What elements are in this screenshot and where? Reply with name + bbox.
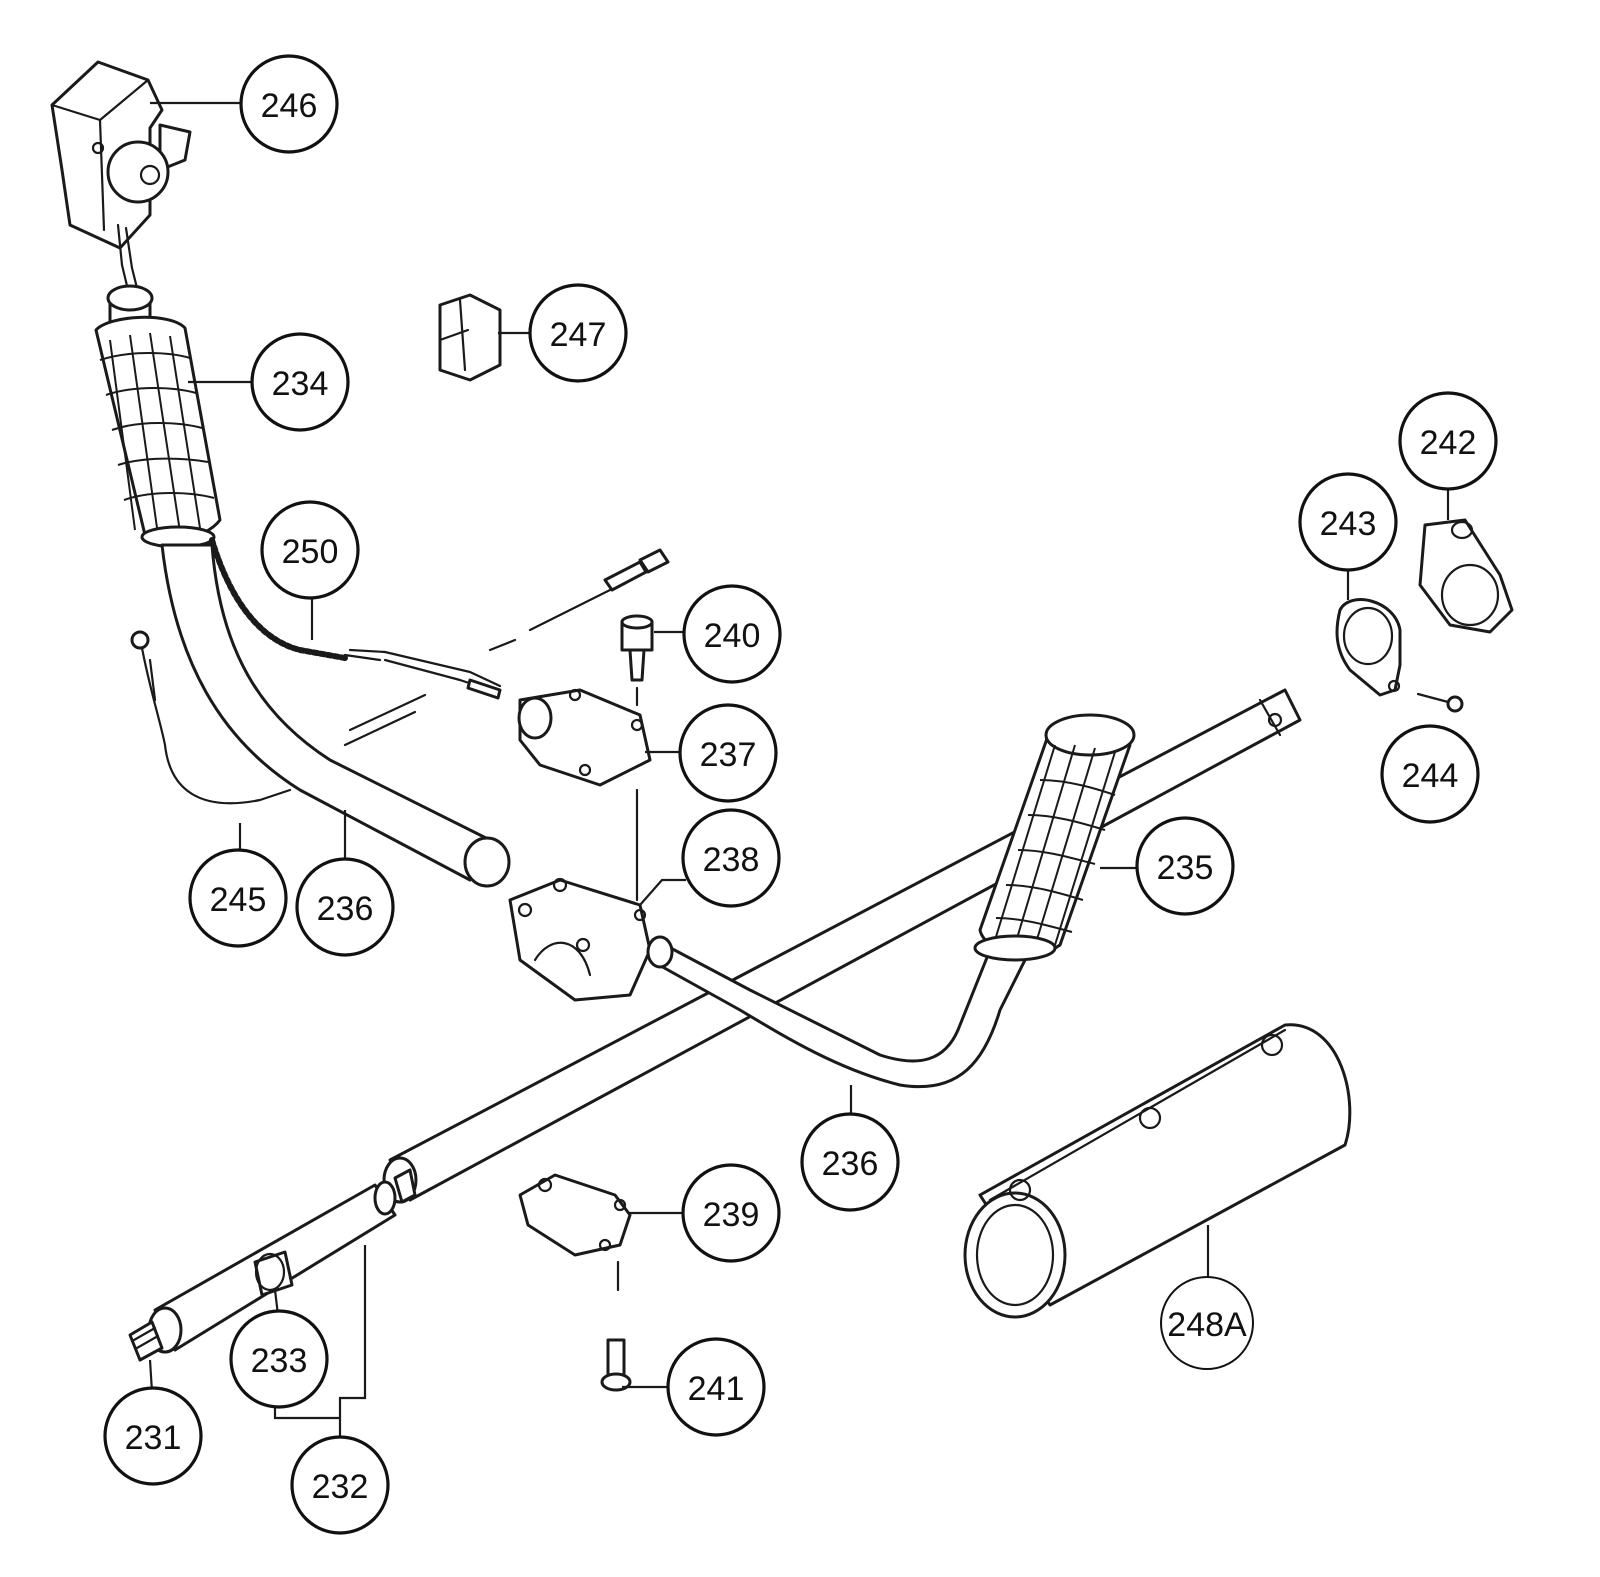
callout-label-234: 234 — [272, 365, 329, 403]
part-238-clamp-lower — [508, 877, 652, 1002]
part-248A-tube — [963, 1023, 1352, 1319]
callout-label-232: 232 — [312, 1468, 369, 1506]
callout-label-240: 240 — [704, 617, 761, 655]
callout-244: 244 — [1380, 724, 1480, 824]
part-233-collar — [253, 1250, 294, 1297]
callout-238: 238 — [681, 808, 781, 908]
callout-label-245: 245 — [210, 881, 267, 919]
callout-label-239: 239 — [703, 1196, 760, 1234]
callout-233: 233 — [229, 1309, 329, 1409]
callout-236-left: 236 — [295, 857, 395, 957]
callout-243: 243 — [1298, 472, 1398, 572]
callout-label-231: 231 — [125, 1419, 182, 1457]
callout-label-246: 246 — [261, 87, 318, 125]
callout-label-235: 235 — [1157, 849, 1214, 887]
callout-label-242: 242 — [1420, 424, 1477, 462]
callout-247: 247 — [528, 283, 628, 383]
part-235-right-grip — [973, 713, 1136, 962]
callout-241: 241 — [666, 1337, 766, 1437]
callout-label-244: 244 — [1402, 757, 1459, 795]
part-245-cable — [130, 630, 292, 805]
part-242-housing — [1418, 518, 1514, 634]
callout-label-248A: 248A — [1167, 1306, 1247, 1344]
callout-250: 250 — [260, 500, 360, 600]
part-244-screw — [1416, 692, 1464, 713]
part-231-spline — [128, 1320, 164, 1362]
callout-245: 245 — [188, 848, 288, 948]
callout-label-238: 238 — [703, 841, 760, 879]
part-234-left-grip — [94, 284, 222, 549]
part-239-clamp — [518, 1173, 632, 1292]
callout-237: 237 — [678, 703, 778, 803]
callout-label-250: 250 — [282, 533, 339, 571]
part-246-switch — [50, 60, 192, 294]
callout-240: 240 — [682, 584, 782, 684]
callout-239: 239 — [681, 1163, 781, 1263]
callout-label-241: 241 — [688, 1370, 745, 1408]
part-237-clamp-upper — [517, 688, 652, 902]
callout-246: 246 — [239, 54, 339, 154]
callout-label-236-right: 236 — [822, 1145, 879, 1183]
callout-label-243: 243 — [1320, 505, 1377, 543]
part-250-cable — [209, 537, 670, 700]
part-240-screw — [620, 614, 654, 707]
callout-234: 234 — [250, 332, 350, 432]
callout-231: 231 — [103, 1386, 203, 1486]
part-241-bolt — [600, 1338, 632, 1392]
callout-236-right: 236 — [800, 1112, 900, 1212]
part-247-clip — [438, 293, 502, 382]
callout-label-237: 237 — [700, 736, 757, 774]
callout-248A: 248A — [1160, 1276, 1254, 1370]
callout-label-233: 233 — [251, 1342, 308, 1380]
callout-235: 235 — [1135, 816, 1235, 916]
part-236-left-bar — [160, 543, 511, 888]
callout-label-247: 247 — [550, 316, 607, 354]
callout-label-236-left: 236 — [317, 890, 374, 928]
callout-242: 242 — [1398, 391, 1498, 491]
callout-232: 232 — [290, 1435, 390, 1535]
part-inner-rod — [343, 693, 427, 747]
part-243-band-clamp — [1335, 598, 1402, 697]
